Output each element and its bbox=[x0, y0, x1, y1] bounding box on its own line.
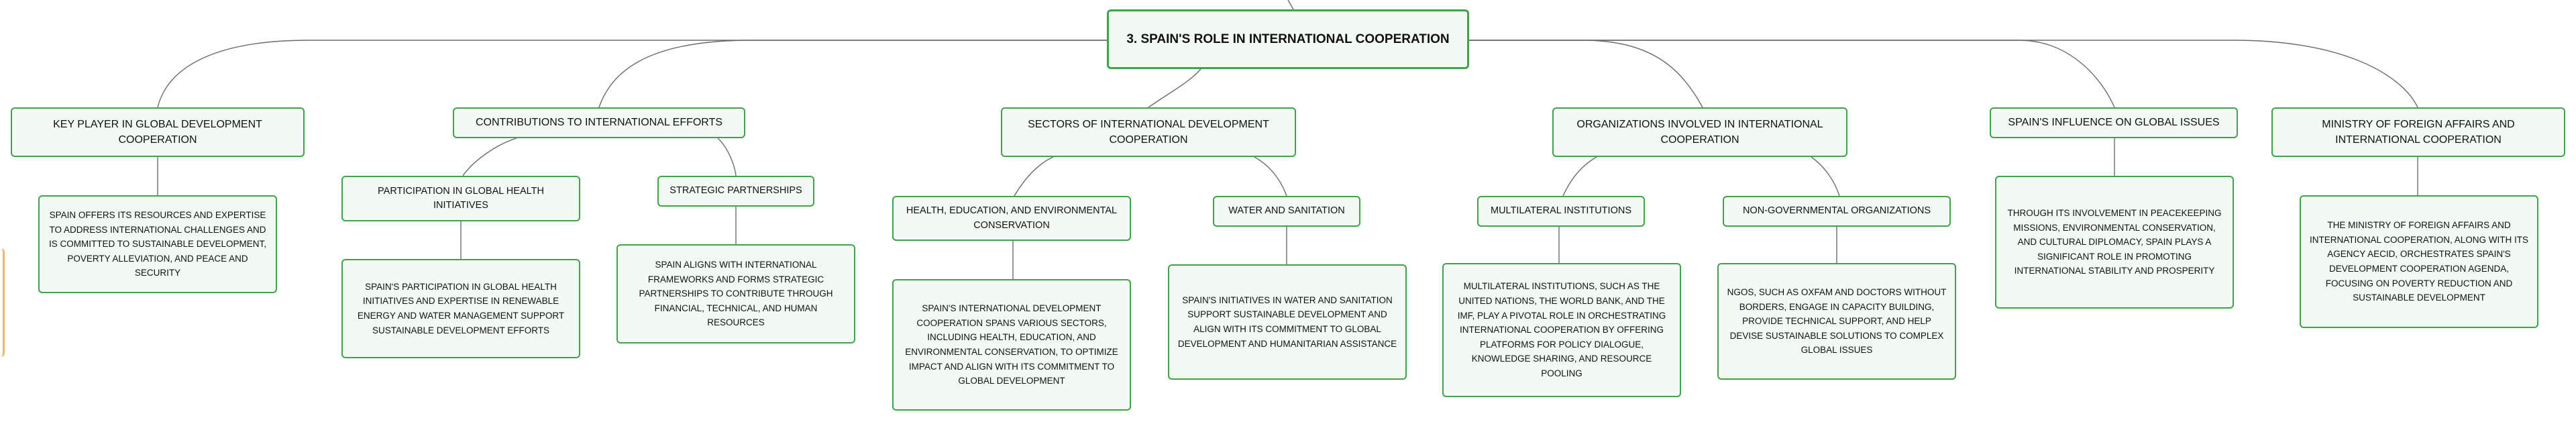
node-key-player-label: KEY PLAYER IN GLOBAL DEVELOPMENT COOPERA… bbox=[53, 118, 262, 146]
node-health-education-label: HEALTH, EDUCATION, AND ENVIRONMENTAL CON… bbox=[906, 205, 1118, 231]
node-contributions[interactable]: CONTRIBUTIONS TO INTERNATIONAL EFFORTS bbox=[453, 107, 745, 138]
node-organizations[interactable]: ORGANIZATIONS INVOLVED IN INTERNATIONAL … bbox=[1552, 107, 1847, 157]
detail-global-health-text: SPAIN'S PARTICIPATION IN GLOBAL HEALTH I… bbox=[357, 281, 565, 335]
node-contributions-label: CONTRIBUTIONS TO INTERNATIONAL EFFORTS bbox=[475, 117, 723, 129]
node-global-health[interactable]: PARTICIPATION IN GLOBAL HEALTH INITIATIV… bbox=[341, 176, 580, 221]
detail-water-sanitation-text: SPAIN'S INITIATIVES IN WATER AND SANITAT… bbox=[1177, 295, 1397, 349]
detail-ministry[interactable]: THE MINISTRY OF FOREIGN AFFAIRS AND INTE… bbox=[2300, 195, 2538, 328]
node-multilateral[interactable]: MULTILATERAL INSTITUTIONS bbox=[1477, 196, 1645, 227]
node-strategic-partnerships[interactable]: STRATEGIC PARTNERSHIPS bbox=[657, 176, 814, 207]
node-water-sanitation[interactable]: WATER AND SANITATION bbox=[1213, 196, 1360, 227]
node-multilateral-label: MULTILATERAL INSTITUTIONS bbox=[1490, 205, 1631, 217]
node-ngos-label: NON-GOVERNMENTAL ORGANIZATIONS bbox=[1742, 205, 1931, 217]
detail-key-player-text: SPAIN OFFERS ITS RESOURCES AND EXPERTISE… bbox=[48, 210, 267, 278]
detail-multilateral-text: MULTILATERAL INSTITUTIONS, SUCH AS THE U… bbox=[1457, 281, 1666, 378]
node-influence[interactable]: SPAIN'S INFLUENCE ON GLOBAL ISSUES bbox=[1990, 107, 2238, 138]
root-title: 3. SPAIN'S ROLE IN INTERNATIONAL COOPERA… bbox=[1126, 32, 1450, 46]
node-water-sanitation-label: WATER AND SANITATION bbox=[1228, 205, 1345, 217]
detail-strategic-partnerships[interactable]: SPAIN ALIGNS WITH INTERNATIONAL FRAMEWOR… bbox=[616, 244, 855, 344]
node-sectors[interactable]: SECTORS OF INTERNATIONAL DEVELOPMENT COO… bbox=[1001, 107, 1296, 157]
detail-strategic-partnerships-text: SPAIN ALIGNS WITH INTERNATIONAL FRAMEWOR… bbox=[639, 260, 833, 328]
node-health-education[interactable]: HEALTH, EDUCATION, AND ENVIRONMENTAL CON… bbox=[892, 196, 1131, 241]
detail-ngos-text: NGOS, SUCH AS OXFAM AND DOCTORS WITHOUT … bbox=[1727, 287, 1947, 356]
node-ministry[interactable]: MINISTRY OF FOREIGN AFFAIRS AND INTERNAT… bbox=[2271, 107, 2565, 157]
node-influence-label: SPAIN'S INFLUENCE ON GLOBAL ISSUES bbox=[2008, 117, 2220, 129]
detail-influence[interactable]: THROUGH ITS INVOLVEMENT IN PEACEKEEPING … bbox=[1995, 176, 2234, 309]
node-global-health-label: PARTICIPATION IN GLOBAL HEALTH INITIATIV… bbox=[378, 185, 544, 211]
offscreen-node-edge bbox=[0, 248, 5, 357]
node-key-player[interactable]: KEY PLAYER IN GLOBAL DEVELOPMENT COOPERA… bbox=[11, 107, 305, 157]
detail-ngos[interactable]: NGOS, SUCH AS OXFAM AND DOCTORS WITHOUT … bbox=[1717, 263, 1956, 380]
root-node[interactable]: 3. SPAIN'S ROLE IN INTERNATIONAL COOPERA… bbox=[1107, 9, 1469, 69]
detail-influence-text: THROUGH ITS INVOLVEMENT IN PEACEKEEPING … bbox=[2007, 208, 2222, 276]
detail-health-education-text: SPAIN'S INTERNATIONAL DEVELOPMENT COOPER… bbox=[905, 303, 1118, 386]
detail-key-player[interactable]: SPAIN OFFERS ITS RESOURCES AND EXPERTISE… bbox=[38, 195, 277, 293]
detail-water-sanitation[interactable]: SPAIN'S INITIATIVES IN WATER AND SANITAT… bbox=[1168, 264, 1407, 380]
detail-health-education[interactable]: SPAIN'S INTERNATIONAL DEVELOPMENT COOPER… bbox=[892, 279, 1131, 411]
detail-global-health[interactable]: SPAIN'S PARTICIPATION IN GLOBAL HEALTH I… bbox=[341, 259, 580, 358]
node-ngos[interactable]: NON-GOVERNMENTAL ORGANIZATIONS bbox=[1723, 196, 1951, 227]
detail-multilateral[interactable]: MULTILATERAL INSTITUTIONS, SUCH AS THE U… bbox=[1442, 263, 1681, 397]
node-organizations-label: ORGANIZATIONS INVOLVED IN INTERNATIONAL … bbox=[1576, 118, 1823, 146]
node-ministry-label: MINISTRY OF FOREIGN AFFAIRS AND INTERNAT… bbox=[2322, 118, 2515, 146]
detail-ministry-text: THE MINISTRY OF FOREIGN AFFAIRS AND INTE… bbox=[2309, 220, 2529, 303]
node-sectors-label: SECTORS OF INTERNATIONAL DEVELOPMENT COO… bbox=[1028, 118, 1269, 146]
node-strategic-partnerships-label: STRATEGIC PARTNERSHIPS bbox=[669, 185, 802, 197]
